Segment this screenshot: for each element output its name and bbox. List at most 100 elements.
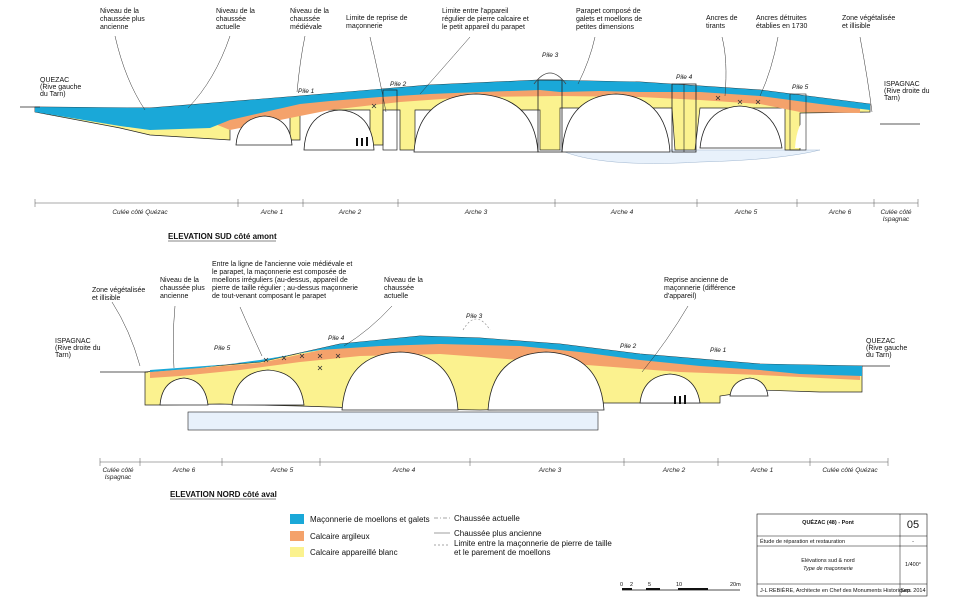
title-block-subject: Elévations sud & nord [801, 558, 855, 564]
south-span-label: Arche 3 [464, 209, 488, 216]
south-left-bank: QUEZAC [40, 77, 69, 84]
south-moellons-band [35, 80, 870, 130]
legend-swatch-blanc [290, 547, 304, 557]
legend-label: Maçonnerie de moellons et galets [310, 515, 430, 524]
scale-tick: 0 [620, 582, 623, 588]
scale-bar: 0 2 5 10 20m [620, 582, 741, 591]
title-block-title: QUÉZAC (48) - Pont [802, 518, 854, 526]
south-pile-label: Pile 4 [676, 74, 693, 81]
south-pile-3-tower [537, 79, 563, 153]
north-scale-people [674, 395, 686, 404]
title-block-scale: 1/400° [905, 562, 921, 568]
north-right-bank: QUEZAC [866, 338, 895, 345]
south-left-bank: (Rive gauche [40, 84, 81, 91]
south-pile-3-top [533, 72, 567, 85]
legend-swatch-argileux [290, 531, 304, 541]
north-span-label: Ispagnac [105, 474, 132, 481]
south-arch-3 [413, 93, 539, 153]
north-arch-1 [729, 377, 769, 397]
north-span-ticks [99, 458, 889, 466]
south-arch-2 [303, 109, 375, 151]
south-pile-5-marker [789, 93, 807, 151]
south-elevation: Culée côté Quézac Arche 1 Arche 2 Arche … [20, 8, 930, 242]
south-span-label: Arche 2 [338, 209, 362, 216]
north-span-label: Arche 2 [662, 467, 686, 474]
north-span-label: Arche 6 [172, 467, 196, 474]
north-arch-4 [341, 351, 459, 411]
north-pile-label: Pile 1 [710, 347, 727, 354]
north-annotation: Entre la ligne de l'ancienne voie médiév… [212, 261, 358, 300]
south-pile-label: Pile 3 [542, 52, 559, 59]
south-span-ticks [34, 199, 919, 207]
south-leader-lines [114, 35, 873, 113]
north-section-title: ELEVATION NORD côté aval [170, 490, 277, 499]
title-block-study: Étude de réparation et restauration [760, 538, 845, 545]
south-pile-label: Pile 1 [298, 88, 315, 95]
scale-tick: 20m [730, 582, 741, 588]
legend-label: Limite entre la maçonnerie de pierre de … [454, 539, 612, 548]
legend-swatch-moellons [290, 514, 304, 524]
north-arch-3 [487, 351, 605, 411]
north-span-label: Arche 3 [538, 467, 562, 474]
south-right-bank: (Rive droite du [884, 88, 930, 95]
north-left-bank: (Rive droite du [55, 345, 101, 352]
north-span-label: Culée côté Quézac [822, 467, 878, 474]
north-left-bank: ISPAGNAC [55, 338, 91, 345]
south-river-water [559, 149, 821, 164]
scale-tick: 10 [676, 582, 682, 588]
title-block-date: Sep. 2014 [900, 588, 925, 594]
title-block-subject2: Type de maçonnerie [803, 566, 853, 572]
north-span-label: Arche 4 [392, 467, 416, 474]
title-block-sheet: 05 [907, 519, 919, 531]
north-leader-lines [111, 301, 689, 373]
title-block-dash: - [912, 539, 914, 545]
legend-label: Calcaire appareillé blanc [310, 548, 398, 557]
south-arch-6 [795, 116, 828, 148]
title-block: QUÉZAC (48) - Pont 05 Étude de réparatio… [756, 513, 928, 597]
south-arch-1 [235, 115, 293, 146]
north-left-bank: Tarn) [55, 352, 71, 359]
north-river-water [187, 411, 599, 431]
north-pile-3-top [462, 318, 491, 331]
south-scale-people [356, 137, 368, 146]
north-arch-5 [231, 369, 305, 406]
south-pile-label: Pile 5 [792, 84, 809, 91]
north-pile-label: Pile 3 [466, 313, 483, 320]
north-span-label: Arche 5 [270, 467, 294, 474]
south-span-label: Arche 1 [260, 209, 284, 216]
north-span-label: Culée côté [102, 467, 133, 474]
south-left-bank: du Tarn) [40, 91, 66, 98]
legend: Maçonnerie de moellons et galets Calcair… [290, 514, 612, 557]
south-span-label: Culée côté Quézac [112, 209, 168, 216]
south-arch-5 [699, 105, 783, 149]
legend-label: Calcaire argileux [310, 532, 370, 541]
legend-label: et le parement de moellons [454, 548, 551, 557]
south-section-title: ELEVATION SUD côté amont [168, 232, 277, 241]
legend-label: Chaussée actuelle [454, 514, 520, 523]
south-span-label: Culée côté [880, 209, 911, 216]
north-arch-6 [159, 377, 209, 406]
south-span-label: Arche 6 [828, 209, 852, 216]
south-right-bank: Tarn) [884, 95, 900, 102]
south-pile-2-marker [382, 89, 398, 151]
title-block-author: J-L REBIÈRE, Architecte en Chef des Monu… [760, 587, 911, 594]
north-pile-label: Pile 2 [620, 343, 637, 350]
south-anchor-marks [371, 95, 761, 109]
legend-label: Chaussée plus ancienne [454, 529, 542, 538]
south-arch-4 [561, 93, 671, 153]
north-argileux-band [150, 338, 860, 380]
north-anchor-marks [263, 353, 341, 371]
